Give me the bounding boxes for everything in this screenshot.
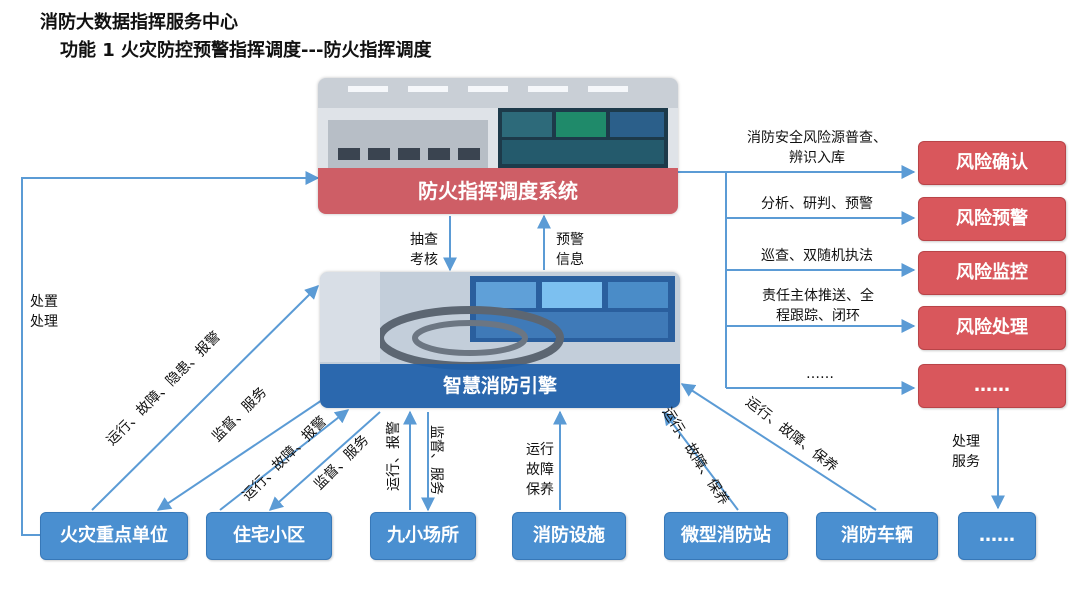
- system-card: 防火指挥调度系统: [318, 78, 678, 214]
- page-title: 消防大数据指挥服务中心: [40, 12, 238, 33]
- unit-fire-vehicles: 消防车辆: [816, 512, 938, 560]
- unit-residential-area: 住宅小区: [206, 512, 332, 560]
- label-handle-service: 处理 服务: [952, 434, 980, 470]
- risk-warning-box: 风险预警: [918, 197, 1066, 241]
- engine-card: 智慧消防引擎: [320, 272, 680, 408]
- label-inspection: 抽查 考核: [410, 232, 438, 268]
- arrow-key-unit-up: [91, 285, 319, 511]
- dispose-loop-arrow: [21, 171, 320, 536]
- unit-nine-small-places: 九小场所: [370, 512, 476, 560]
- page-subtitle: 功能 1 火灾防控预警指挥调度---防火指挥调度: [60, 40, 432, 61]
- engine-label: 智慧消防引擎: [320, 364, 680, 408]
- label-risk-patrol: 巡查、双随机执法: [761, 248, 873, 264]
- risk-monitor-box: 风险监控: [918, 251, 1066, 295]
- label-risk-more: ……: [806, 366, 834, 382]
- label-dispose: 处置 处理: [30, 294, 58, 330]
- label-facility-up: 运行 故障 保养: [526, 442, 554, 498]
- risk-handle-box: 风险处理: [918, 306, 1066, 350]
- unit-fire-facilities: 消防设施: [512, 512, 626, 560]
- arrow-residential-down: [268, 411, 381, 511]
- label-risk-tracking: 责任主体推送、全 程跟踪、闭环: [762, 288, 874, 324]
- arrow-residential-up: [219, 409, 350, 511]
- label-risk-census: 消防安全风险源普查、 辨识入库: [747, 130, 887, 166]
- label-nine-up: 运行、报警: [386, 421, 402, 491]
- system-to-risk-trunk: [678, 171, 727, 388]
- label-warning-info: 预警 信息: [556, 232, 584, 268]
- arrow-micro-up: [663, 410, 739, 511]
- unit-more: ……: [958, 512, 1036, 560]
- arrow-vehicle-up: [680, 383, 877, 511]
- risk-more-box: ……: [918, 364, 1066, 408]
- label-risk-analysis: 分析、研判、预警: [761, 196, 873, 212]
- unit-key-fire-unit: 火灾重点单位: [40, 512, 188, 560]
- unit-micro-fire-station: 微型消防站: [664, 512, 788, 560]
- label-nine-down: 监督、服务: [428, 425, 444, 495]
- arrow-key-unit-down: [156, 383, 347, 511]
- risk-confirm-box: 风险确认: [918, 141, 1066, 185]
- system-label: 防火指挥调度系统: [318, 168, 678, 214]
